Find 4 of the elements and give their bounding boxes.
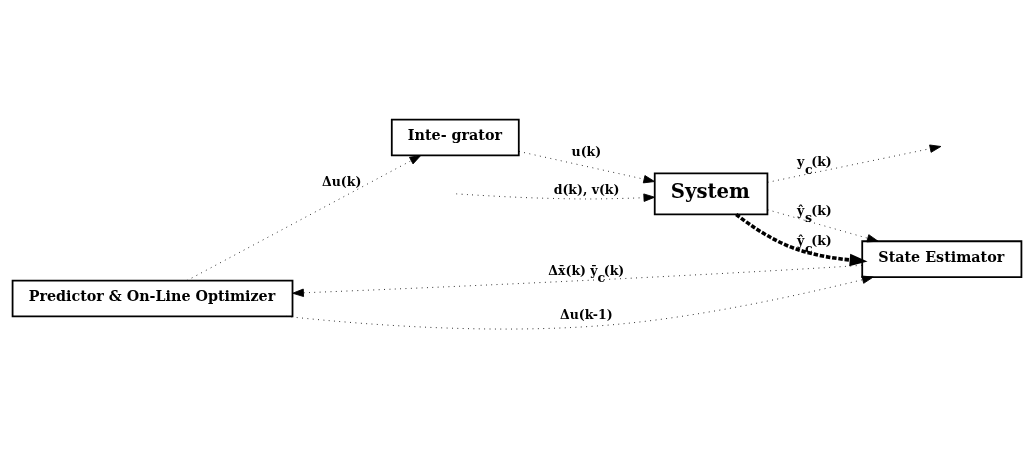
- edge-label: u(k): [571, 143, 601, 159]
- edge-label: d(k), v(k): [553, 182, 619, 198]
- edge-label: Δu(k-1): [559, 307, 613, 323]
- edge-label: Δu(k): [321, 173, 361, 189]
